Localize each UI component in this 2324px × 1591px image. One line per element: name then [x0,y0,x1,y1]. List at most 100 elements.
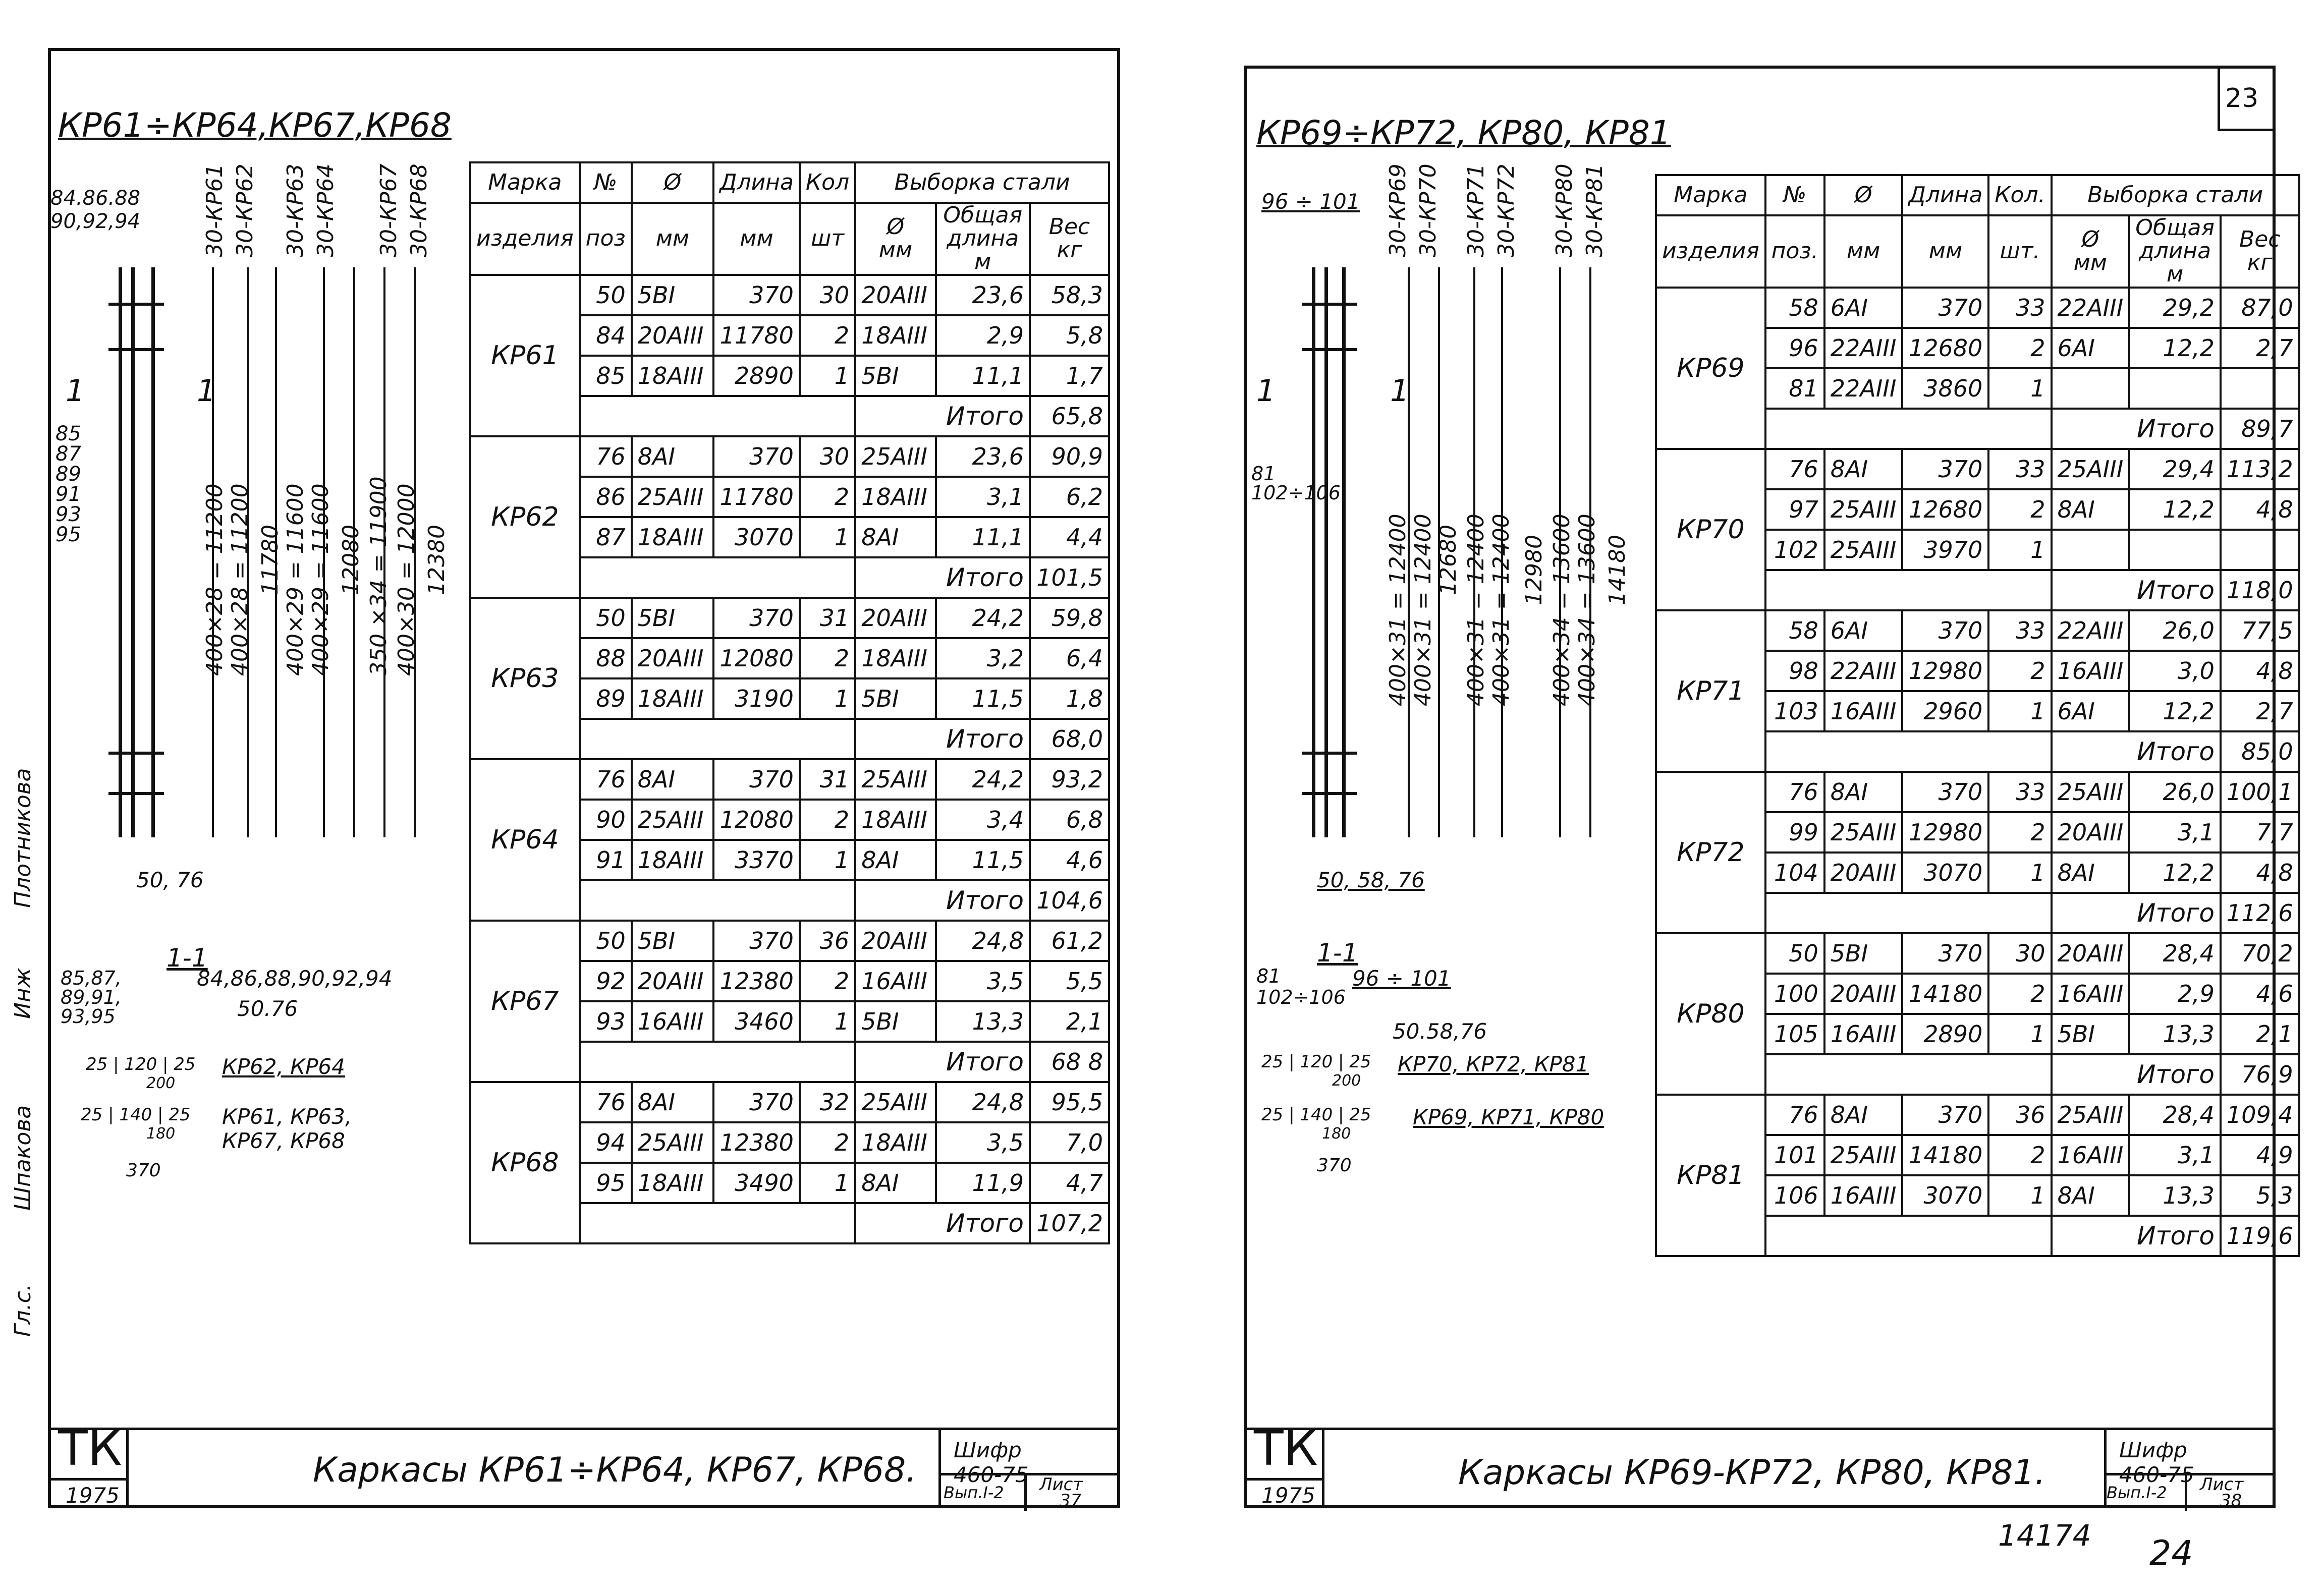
right-stamp-tk: ТК [1254,1420,1318,1476]
side-label-2: Инж [10,968,36,1019]
table-cell: 61,2 [1028,919,1111,962]
table-cell: 5,5 [1028,959,1111,1002]
table-cell: 101 [1764,1133,1825,1176]
table-cell: 28,4 [2128,932,2222,975]
left-cross-1 [108,303,164,306]
table-cell: 23,6 [934,273,1031,316]
itogo-value: 107,2 [1028,1202,1111,1244]
table-cell: 20АIII [854,919,937,962]
table-cell: 1 [1987,1012,2053,1055]
table-cell: 6АI [1823,286,1904,329]
table-cell: 370 [1901,932,1990,975]
table-cell: 50 [578,596,633,639]
table-cell: 92 [578,959,633,1002]
table-cell: 32 [798,1081,857,1123]
table-cell: 18АIII [630,838,715,881]
table-cell: 36 [798,919,857,962]
table-cell: 3,1 [2128,1133,2222,1176]
table-cell: 12,2 [2128,690,2222,732]
table-cell: 22АIII [1823,367,1904,410]
table-cell: 11,5 [934,838,1031,881]
table-cell: 3490 [712,1161,801,1204]
table-cell: 18АIII [854,798,937,841]
table-cell: 28,4 [2128,1093,2222,1136]
table-cell: 8АI [2050,851,2131,894]
table-cell: 89 [578,677,633,720]
table-cell: 29,4 [2128,447,2222,490]
left-stamp-tk: ТК [58,1420,122,1476]
left-length-3: 11780 [257,525,283,595]
table-cell: 18АIII [854,637,937,679]
table-cell: 99 [1764,811,1825,854]
right-h-tlen-b: м [2166,261,2184,288]
table-cell: 25АIII [1823,811,1904,854]
table-cell: 25АIII [1823,488,1904,531]
table-cell: 8АI [2050,488,2131,531]
table-cell: 3070 [1901,851,1990,894]
table-cell: 5ВI [630,919,715,962]
table-cell: 12980 [1901,649,1990,692]
table-cell: 84 [578,314,633,357]
left-bar-label-4: 30-КР64 [313,163,339,257]
right-stamp: ТК 1975 Каркасы КР69-КР72, КР80, КР81. Ш… [1244,1420,2276,1511]
table-cell: 93,2 [1028,758,1111,801]
table-cell: 20АIII [2050,811,2131,854]
left-section-title: 1-1 [167,943,208,973]
left-bar-label-3: 30-КР63 [283,163,308,257]
left-bar-label-5: 30-КР67 [376,163,402,257]
table-cell: 370 [712,919,801,962]
table-cell: 6,2 [1028,475,1111,518]
table-cell: 105 [1764,1012,1825,1055]
table-cell: 25АIII [854,435,937,478]
right-length-9: 14180 [1604,535,1630,605]
table-cell [2219,367,2300,410]
table-cell: 88 [578,637,633,679]
itogo-label: Итого [854,1202,1030,1244]
itogo-label: Итого [2050,891,2221,934]
left-bar-10 [414,267,416,837]
table-cell: 12,2 [2128,488,2222,531]
table-cell: 370 [1901,770,1990,813]
itogo-label: Итого [2050,569,2221,611]
table-cell: 4,9 [2219,1133,2300,1176]
table-cell: 4,8 [2219,851,2300,894]
right-length-1: 400×31 = 12400 [1385,514,1411,706]
table-cell: 3,2 [934,637,1031,679]
table-cell: 18АIII [630,354,715,397]
table-cell [2050,528,2131,571]
table-cell: 2 [1987,488,2053,531]
left-stamp-vyp: Вып.I-2 [944,1483,1004,1502]
table-cell: 1,8 [1028,677,1111,720]
left-h-len2: мм [712,202,801,276]
table-cell: 11780 [712,475,801,518]
itogo-label: Итого [2050,1214,2221,1257]
left-h-pos2: поз [578,202,633,276]
table-cell: 5ВI [854,354,937,397]
page-number-box: 23 [2218,66,2276,131]
right-length-2: 400×31 = 12400 [1410,514,1436,706]
table-cell: 24,8 [934,1081,1031,1123]
table-cell: 12080 [712,798,801,841]
right-sec-a: 81 102÷106 [1256,965,1346,1008]
table-cell: 3,4 [934,798,1031,841]
itogo-value: 101,5 [1028,556,1111,599]
right-h-dia2: мм [1823,214,1904,289]
right-sec-b: 96 ÷ 101 [1352,966,1451,991]
table-cell: 20АIII [630,314,715,357]
table-cell: 1 [798,677,857,720]
table-cell: 18АIII [630,677,715,720]
table-cell: 4,8 [2219,649,2300,692]
right-bar-4 [1408,267,1410,837]
table-cell: 58,3 [1028,273,1111,316]
table-cell: 2 [1987,972,2053,1015]
left-dim-row2-label: КР61, КР63, КР67, КР68 [222,1104,352,1154]
